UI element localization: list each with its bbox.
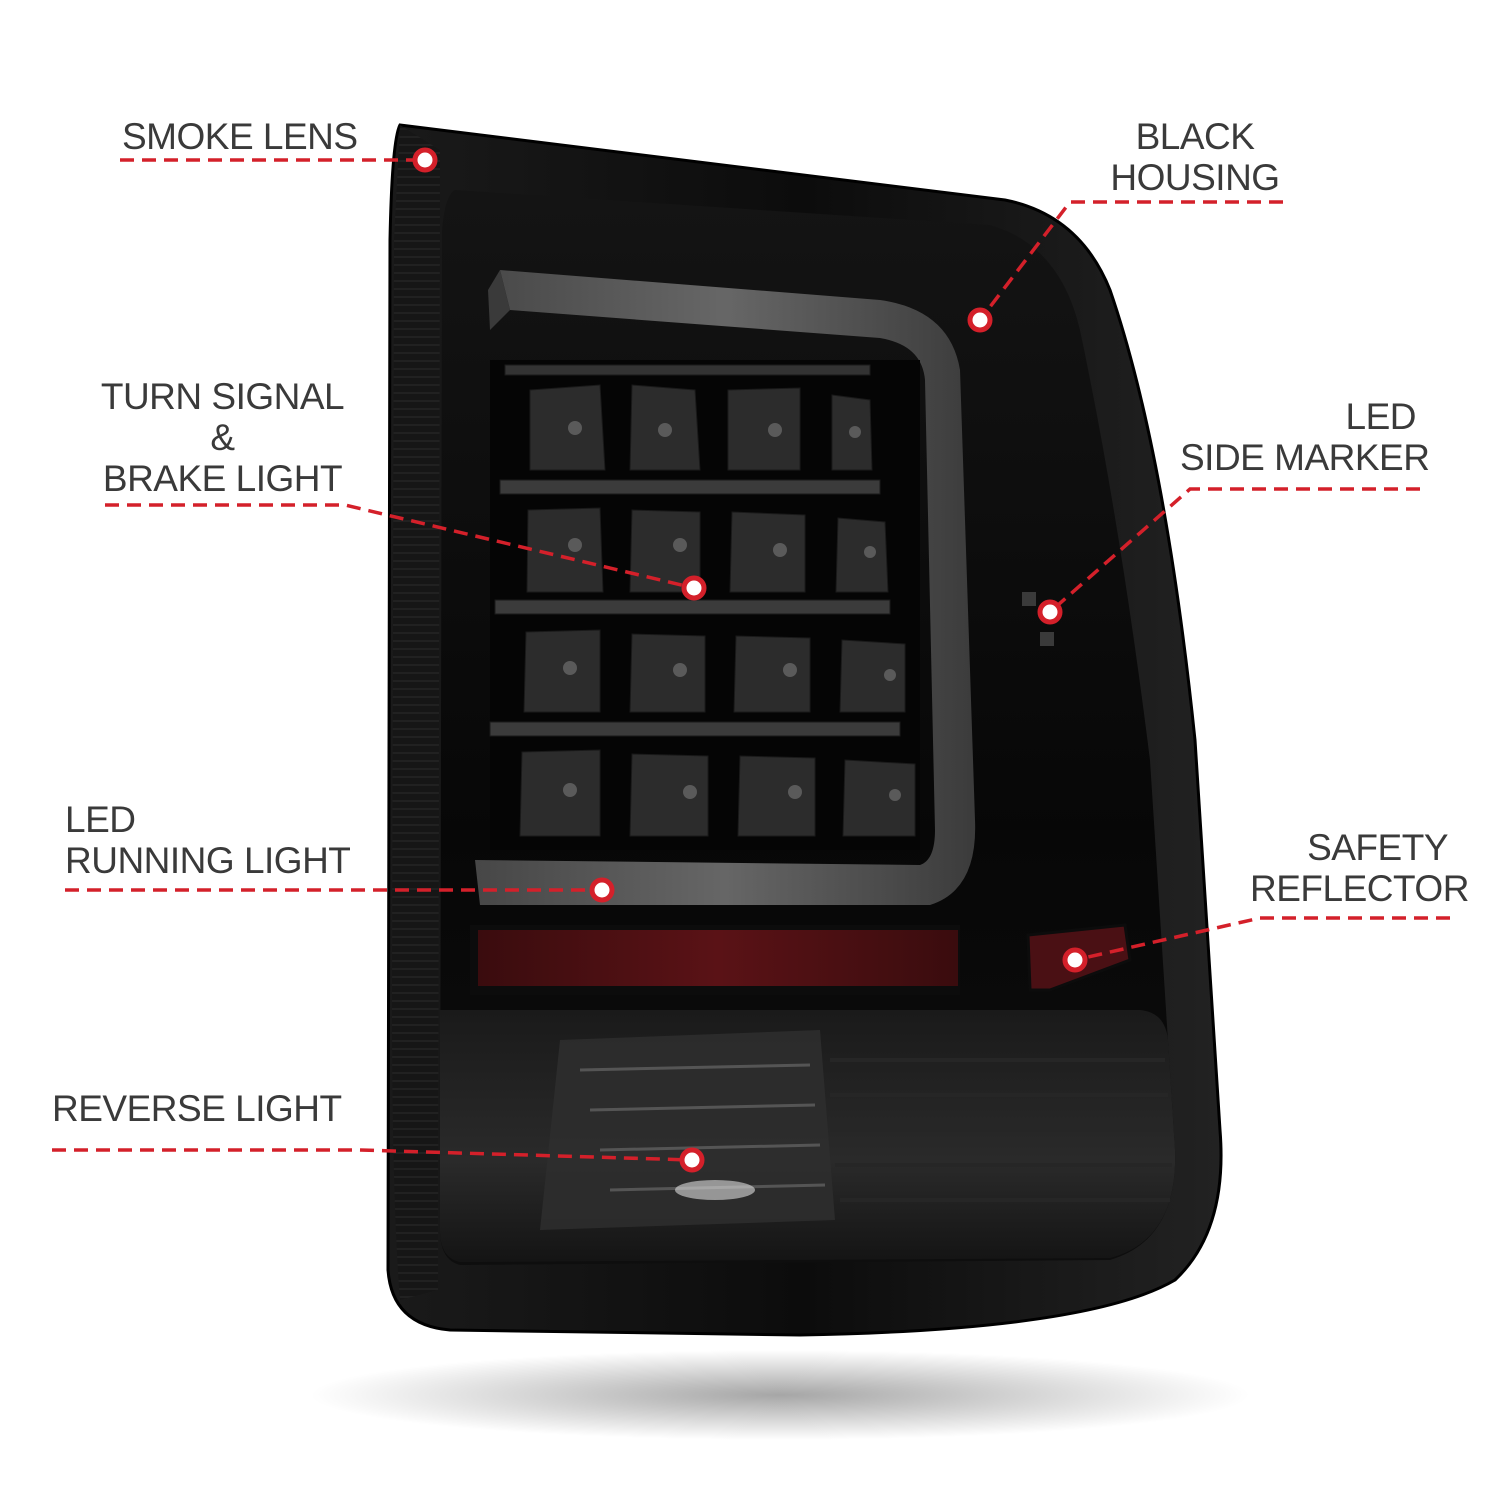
label-line: LED [65,799,136,840]
label-line: HOUSING [1110,157,1280,198]
ground-shadow [310,1350,1250,1440]
label-line: RUNNING LIGHT [65,840,351,881]
dot-black-housing [967,307,993,333]
reverse-lens-ribs [830,1058,1172,1202]
label-line: BRAKE LIGHT [102,458,343,499]
label-turn-signal-brake-light: TURN SIGNAL & BRAKE LIGHT [100,376,345,499]
dot-turn-signal [681,575,707,601]
label-safety-reflector: SAFETY REFLECTOR [1250,827,1469,909]
side-marker-led-top [1022,592,1036,606]
label-line: SAFETY [1307,827,1448,868]
label-line: SMOKE LENS [122,116,358,157]
label-led-side-marker: LED SIDE MARKER [1180,396,1430,478]
leader-lines [52,158,1450,1162]
reverse-bulb-highlight [675,1180,755,1200]
label-line: LED [1345,396,1417,437]
label-reverse-light: REVERSE LIGHT [52,1088,342,1129]
light-bar [475,270,976,905]
dot-side-marker [1037,599,1063,625]
label-line: SIDE MARKER [1180,437,1430,478]
dot-reverse-light [679,1147,705,1173]
label-line: & [210,417,235,458]
label-smoke-lens: SMOKE LENS [122,116,358,157]
label-line: TURN SIGNAL [100,376,345,417]
label-line: BLACK [1135,116,1255,157]
label-led-running-light: LED RUNNING LIGHT [65,799,351,881]
label-black-housing: BLACK HOUSING [1105,116,1285,198]
dot-safety-reflector [1062,947,1088,973]
reverse-reflector [540,1030,835,1230]
label-line: REVERSE LIGHT [52,1088,342,1129]
led-emitters [563,421,901,801]
label-line: REFLECTOR [1250,868,1469,909]
side-marker-led-bottom [1040,632,1054,646]
callout-dots [412,147,1088,1173]
dot-running-light [589,877,615,903]
red-reflector-strip [478,930,958,986]
outer-rim-left [392,125,440,1300]
light-bar-cap [488,270,510,330]
led-array [489,364,916,837]
dot-smoke-lens [412,147,438,173]
